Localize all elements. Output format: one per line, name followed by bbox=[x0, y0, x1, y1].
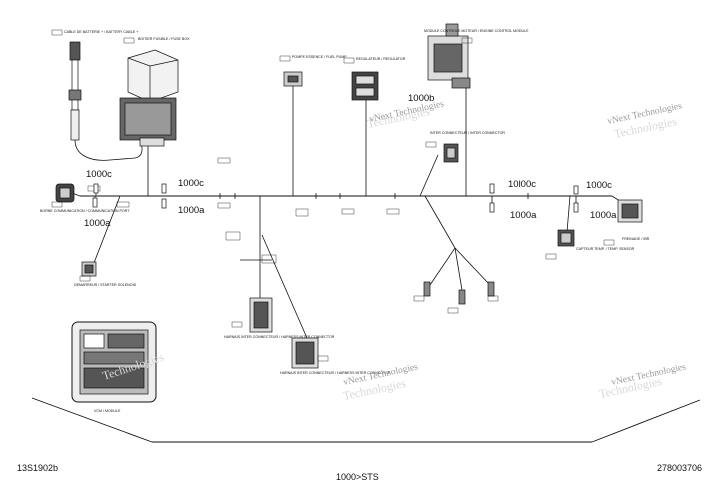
footer-right: 278003706 bbox=[657, 463, 702, 473]
branch-starter bbox=[91, 195, 121, 269]
footer-left: 13S1902b bbox=[17, 463, 58, 473]
caption-harness-2: HARNAIS INTER CONNECTEUR / HARNESS INTER… bbox=[280, 371, 391, 375]
label-1000a-1: 1000a bbox=[84, 218, 111, 229]
fuse-1000c-1 bbox=[93, 183, 99, 196]
inter-connector-component bbox=[443, 143, 459, 163]
caption-fuel-pump: POMPE ESSENCE / FUEL PUMP bbox=[292, 55, 347, 59]
branch-coolant bbox=[566, 195, 571, 233]
diag-port-component bbox=[55, 183, 75, 203]
fuse-box-component bbox=[119, 49, 179, 147]
caption-starter: DEMARREUR / STARTER SOLENOID bbox=[74, 283, 137, 287]
fuse-1000c-2 bbox=[161, 183, 167, 194]
label-1000a-2: 1000a bbox=[178, 205, 205, 216]
label-1000c-4: 1000c bbox=[586, 180, 612, 191]
regulator-component bbox=[351, 71, 379, 101]
fuel-pump-component bbox=[283, 71, 303, 87]
fuse-1000a-3 bbox=[489, 202, 495, 213]
caption-vcm: VCM / MODULE bbox=[94, 409, 121, 413]
label-1000b: 1000b bbox=[408, 93, 434, 104]
ibr-module-component bbox=[617, 199, 643, 223]
coolant-sensor-component bbox=[557, 229, 575, 247]
branch-sensors bbox=[424, 195, 456, 249]
starter-solenoid-component bbox=[81, 261, 97, 277]
caption-coolant: CAPTEUR TEMP. / TEMP. SENSOR bbox=[576, 247, 635, 251]
battery-cable-component bbox=[68, 41, 82, 141]
caption-fuse-box: BOITIER FUSIBLE / FUSE BOX bbox=[138, 37, 190, 41]
label-1000c-2: 1000c bbox=[178, 178, 204, 189]
caption-engine-module: MODULE CONTROLE MOTEUR / ENGINE CONTROL … bbox=[424, 29, 529, 33]
caption-regulator: REGULATEUR / REGULATOR bbox=[356, 57, 406, 61]
bottom-line-left bbox=[31, 397, 153, 443]
label-1000c-1: 1000c bbox=[86, 169, 112, 180]
sensor-plugs bbox=[423, 281, 495, 305]
vcm-component bbox=[71, 321, 157, 403]
battery-cable-loop bbox=[74, 139, 143, 161]
trunk-ticks bbox=[219, 193, 529, 199]
harness-connector-2-component bbox=[291, 337, 319, 369]
caption-inter-connector: INTER CONNECTEUR / INTER CONNECTOR bbox=[430, 131, 505, 135]
harness-connector-1-component bbox=[249, 297, 273, 333]
label-1000a-4: 1000a bbox=[590, 210, 617, 221]
footer-center: 1000>STS bbox=[336, 472, 379, 482]
fuse-1000a-2 bbox=[161, 198, 167, 209]
fuse-1000a-1 bbox=[92, 196, 98, 208]
caption-harness-1: HARNAIS INTER CONNECTEUR / HARNESS INTER… bbox=[224, 335, 335, 339]
fuse-1000c-4 bbox=[573, 185, 579, 195]
branch-inter-connector bbox=[419, 154, 439, 197]
fuse-1000a-4 bbox=[573, 202, 579, 213]
caption-ibr: FREINAGE / IBR bbox=[622, 237, 650, 241]
engine-module-component bbox=[427, 23, 471, 89]
harness-tags bbox=[87, 157, 400, 264]
caption-battery-cable: CABLE DE BATTERIE + / BATTERY CABLE + bbox=[64, 30, 138, 34]
label-1000c-3: 10l00c bbox=[508, 179, 536, 190]
fuse-1000c-3 bbox=[489, 183, 495, 194]
caption-diag-port: BORNE COMMUNICATION / COMMUNICATION PORT bbox=[40, 209, 130, 213]
branch-harness-b bbox=[261, 234, 308, 339]
label-1000a-3: 1000a bbox=[510, 210, 537, 221]
bottom-line-right bbox=[591, 399, 701, 443]
